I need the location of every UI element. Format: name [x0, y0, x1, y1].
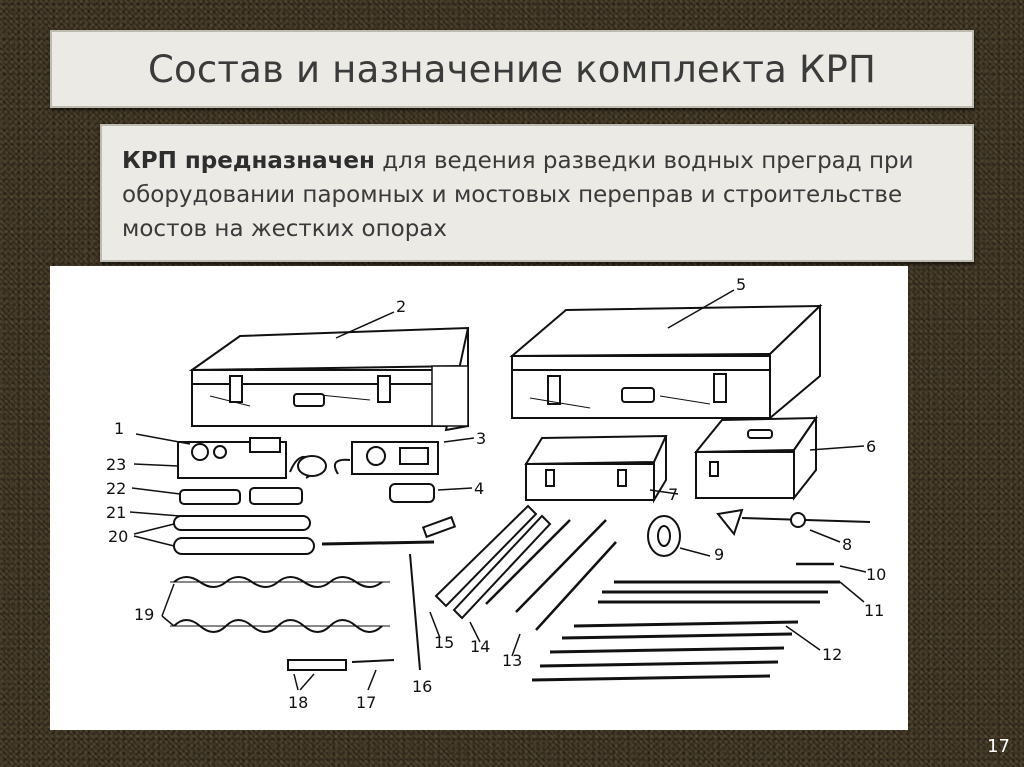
item-22 [180, 490, 240, 504]
item-20a [174, 516, 310, 530]
kit-drawing: 1 2 3 4 5 6 7 8 9 10 11 12 13 14 15 16 1… [50, 266, 908, 730]
label-13: 13 [502, 651, 522, 670]
item-3 [335, 442, 438, 474]
case-2 [192, 328, 468, 430]
label-11: 11 [864, 601, 884, 620]
case-7 [526, 436, 666, 500]
item-4 [390, 484, 434, 502]
label-22: 22 [106, 479, 126, 498]
slide-title: Состав и назначение комплекта КРП [148, 48, 876, 91]
label-6: 6 [866, 437, 876, 456]
page-number: 17 [987, 736, 1010, 757]
label-17: 17 [356, 693, 376, 712]
label-21: 21 [106, 503, 126, 522]
item-21 [250, 488, 302, 504]
instrument-1 [178, 438, 326, 478]
item-12 [532, 622, 798, 680]
label-9: 9 [714, 545, 724, 564]
label-16: 16 [412, 677, 432, 696]
description-box: КРП предназначен для ведения разведки во… [100, 124, 974, 262]
label-2: 2 [396, 297, 406, 316]
item-8 [718, 510, 870, 534]
label-20: 20 [108, 527, 128, 546]
item-17 [352, 660, 394, 662]
label-18: 18 [288, 693, 308, 712]
item-11 [598, 582, 840, 602]
title-box: Состав и назначение комплекта КРП [50, 30, 974, 108]
case-6 [696, 418, 816, 498]
case-5 [512, 306, 820, 418]
label-12: 12 [822, 645, 842, 664]
item-20b [174, 538, 314, 554]
label-8: 8 [842, 535, 852, 554]
label-23: 23 [106, 455, 126, 474]
label-10: 10 [866, 565, 886, 584]
items-13-15 [436, 506, 616, 630]
label-15: 15 [434, 633, 454, 652]
label-14: 14 [470, 637, 490, 656]
item-18 [288, 660, 346, 670]
label-4: 4 [474, 479, 484, 498]
label-1: 1 [114, 419, 124, 438]
label-5: 5 [736, 275, 746, 294]
item-19 [170, 577, 390, 632]
description-lead: КРП предназначен [122, 148, 375, 174]
label-7: 7 [668, 485, 678, 504]
label-3: 3 [476, 429, 486, 448]
label-19: 19 [134, 605, 154, 624]
kit-illustration: 1 2 3 4 5 6 7 8 9 10 11 12 13 14 15 16 1… [50, 266, 908, 730]
